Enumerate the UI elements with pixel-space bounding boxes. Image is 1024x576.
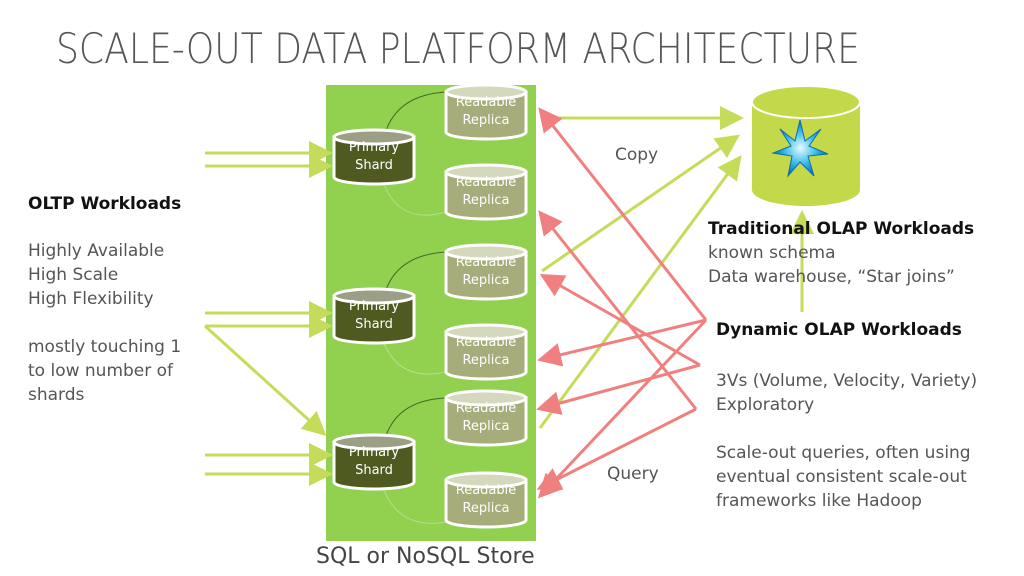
readable-replica (444, 163, 528, 221)
oltp-line: High Scale (28, 265, 119, 285)
dynamic-olap-note: Scale-out queries, often using (716, 443, 971, 463)
dynamic-olap-note: frameworks like Hadoop (716, 491, 922, 511)
oltp-arrow (203, 324, 327, 437)
query-arrow (537, 318, 708, 499)
copy-label: Copy (615, 145, 659, 165)
star-icon (771, 119, 829, 178)
query-arrow (539, 274, 701, 367)
primary-shard (332, 433, 416, 491)
oltp-note: to low number of (28, 361, 174, 381)
oltp-arrows (203, 141, 333, 486)
query-arrow (537, 318, 707, 367)
query-arrow (538, 210, 698, 410)
oltp-note: shards (28, 385, 85, 405)
primary-shard (332, 128, 416, 186)
readable-replica (444, 471, 528, 529)
readable-replica (444, 83, 528, 141)
oltp-note: mostly touching 1 (28, 337, 182, 357)
store-label: SQL or NoSQL Store (316, 544, 535, 569)
traditional-olap-line: known schema (708, 243, 836, 263)
dynamic-olap-heading: Dynamic OLAP Workloads (716, 320, 962, 340)
copy-arrow (541, 134, 740, 273)
readable-replica (444, 389, 528, 447)
oltp-heading: OLTP Workloads (28, 194, 182, 214)
query-arrow (538, 107, 708, 321)
dynamic-olap-line: Exploratory (716, 395, 815, 415)
dynamic-olap-line: 3Vs (Volume, Velocity, Variety) (716, 371, 978, 391)
dynamic-olap-note: eventual consistent scale-out (716, 467, 967, 487)
readable-replica (444, 243, 528, 301)
oltp-line: Highly Available (28, 241, 165, 261)
copy-arrows (538, 106, 814, 429)
primary-shard (332, 287, 416, 345)
query-arrow (536, 407, 697, 490)
oltp-line: High Flexibility (28, 289, 154, 309)
page-title: SCALE-OUT DATA PLATFORM ARCHITECTURE (56, 24, 861, 73)
traditional-olap-heading: Traditional OLAP Workloads (708, 219, 975, 239)
query-arrows (536, 107, 708, 499)
readable-replica (444, 323, 528, 381)
data-warehouse-cylinder (751, 85, 861, 206)
traditional-olap-line: Data warehouse, “Star joins” (708, 267, 955, 287)
query-label: Query (607, 464, 659, 484)
query-arrow (536, 363, 701, 415)
copy-arrow (538, 155, 742, 429)
